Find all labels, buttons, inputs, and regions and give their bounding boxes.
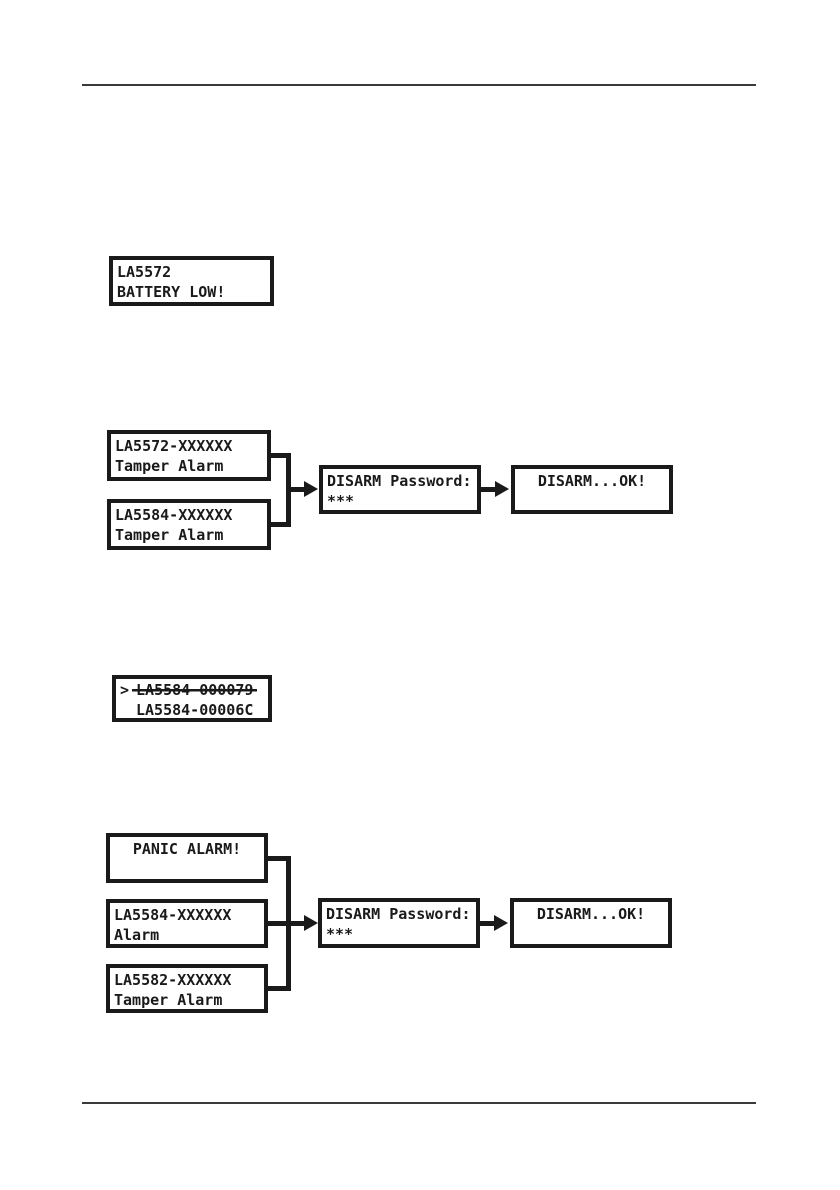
arrow-shaft bbox=[480, 921, 496, 926]
lcd-display-disarm-ok: DISARM...OK! bbox=[510, 898, 672, 948]
lcd-line-status: Tamper Alarm bbox=[115, 526, 224, 544]
lcd-line-status: Tamper Alarm bbox=[114, 991, 223, 1009]
strikethrough-device-id: LA5584-000079 bbox=[132, 681, 258, 699]
lcd-line-device-id: LA5572-XXXXXX bbox=[115, 437, 233, 455]
lcd-line-device-id: LA5582-XXXXXX bbox=[114, 971, 232, 989]
connector-stub-bottom bbox=[266, 986, 291, 991]
lcd-line-prompt: DISARM Password: bbox=[327, 472, 472, 490]
lcd-line-password-mask: *** bbox=[327, 492, 355, 510]
lcd-display-device-list: >LA5584-000079 LA5584-00006C bbox=[112, 675, 272, 722]
lcd-display-disarm-ok: DISARM...OK! bbox=[511, 465, 673, 514]
connector-stub-top bbox=[269, 453, 291, 458]
arrow-shaft bbox=[481, 487, 497, 492]
arrow-right-icon bbox=[304, 915, 318, 931]
lcd-line-status: PANIC ALARM! bbox=[132, 840, 242, 858]
connector-stub-top bbox=[266, 856, 291, 861]
lcd-line-result: DISARM...OK! bbox=[536, 905, 646, 923]
lcd-display-disarm-password: DISARM Password: *** bbox=[318, 898, 480, 948]
footer-rule bbox=[82, 1102, 756, 1104]
lcd-line-status: BATTERY LOW! bbox=[117, 283, 226, 301]
lcd-display-alarm-source: LA5584-XXXXXX Alarm bbox=[106, 899, 268, 948]
arrow-right-icon bbox=[304, 481, 318, 497]
lcd-display-tamper-source-3: LA5582-XXXXXX Tamper Alarm bbox=[106, 964, 268, 1013]
lcd-line-device-id: LA5584-XXXXXX bbox=[115, 506, 233, 524]
lcd-line-device-id: LA5584-XXXXXX bbox=[114, 906, 232, 924]
lcd-display-tamper-source-1: LA5572-XXXXXX Tamper Alarm bbox=[107, 430, 271, 481]
connector-stub-bottom bbox=[269, 522, 291, 527]
lcd-line-password-mask: *** bbox=[326, 925, 354, 943]
lcd-display-panic-alarm: PANIC ALARM! bbox=[106, 833, 268, 883]
arrow-shaft bbox=[286, 921, 306, 926]
arrow-shaft bbox=[286, 487, 306, 492]
lcd-line-result: DISARM...OK! bbox=[537, 472, 647, 490]
lcd-line-device-id: LA5584-00006C bbox=[136, 701, 254, 719]
header-rule bbox=[82, 84, 756, 86]
lcd-display-disarm-password: DISARM Password: *** bbox=[319, 465, 481, 514]
lcd-display-tamper-source-2: LA5584-XXXXXX Tamper Alarm bbox=[107, 499, 271, 550]
lcd-line-device-id: LA5572 bbox=[117, 263, 172, 281]
lcd-line-selected-device: >LA5584-000079 bbox=[120, 680, 264, 700]
lcd-line-blank bbox=[114, 859, 260, 879]
cursor-indicator: > bbox=[120, 681, 130, 699]
lcd-display-battery-low: LA5572 BATTERY LOW! bbox=[109, 256, 274, 306]
connector-stub-middle bbox=[266, 921, 291, 926]
arrow-right-icon bbox=[495, 481, 509, 497]
lcd-line-prompt: DISARM Password: bbox=[326, 905, 471, 923]
lcd-line-status: Alarm bbox=[114, 926, 160, 944]
lcd-line-status: Tamper Alarm bbox=[115, 457, 224, 475]
arrow-right-icon bbox=[494, 915, 508, 931]
